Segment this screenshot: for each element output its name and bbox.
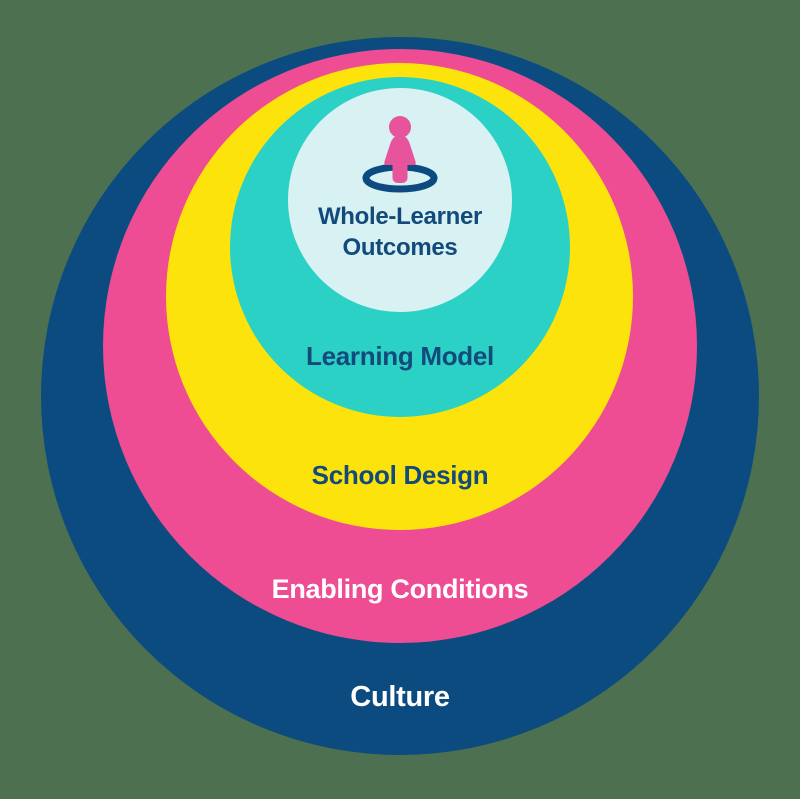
person-head-icon	[389, 116, 411, 138]
person-body-icon	[384, 135, 416, 165]
person-on-ring-icon	[362, 116, 438, 193]
label-school-design: School Design	[311, 460, 489, 490]
label-enabling-conditions: Enabling Conditions	[271, 574, 529, 604]
person-legs-icon	[392, 161, 408, 183]
label-culture: Culture	[350, 681, 450, 713]
label-whole-learner-outcomes: Whole-Learner Outcomes	[317, 203, 483, 261]
label-learning-model: Learning Model	[306, 341, 494, 371]
